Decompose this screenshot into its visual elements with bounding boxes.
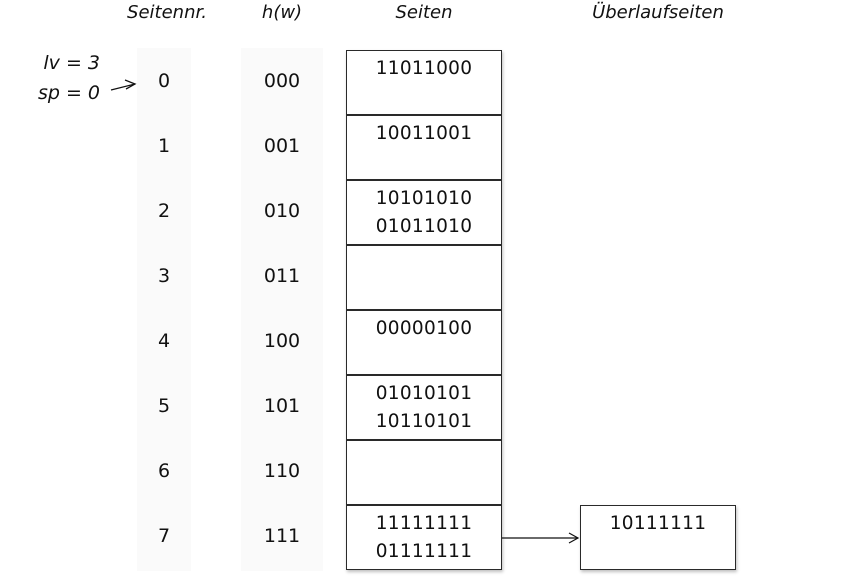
- bucket-page-entries: 10101010 01011010: [347, 185, 501, 241]
- record-key: 01011010: [375, 216, 473, 237]
- overflow-page: 10111111: [580, 505, 736, 570]
- bucket-page: [346, 440, 502, 505]
- header-hash: h(w): [261, 2, 303, 23]
- hash-value: 010: [263, 200, 301, 222]
- page-number: 5: [157, 395, 171, 417]
- record-key: 01111111: [375, 541, 473, 562]
- header-overflow-pages: Überlaufseiten: [592, 2, 724, 23]
- record-key: 00000100: [375, 318, 473, 339]
- bucket-page: 10101010 01011010: [346, 180, 502, 245]
- record-key: 10011001: [375, 123, 473, 144]
- bucket-page-entries: 00000100: [347, 315, 501, 343]
- page-number: 7: [157, 525, 171, 547]
- hash-value: 001: [263, 135, 301, 157]
- record-key: 01010101: [375, 383, 473, 404]
- header-pages: Seiten: [395, 2, 453, 23]
- overflow-page-entries: 10111111: [581, 510, 735, 538]
- page-number: 2: [157, 200, 171, 222]
- bucket-page-entries: 11011000: [347, 55, 501, 83]
- bucket-page: [346, 245, 502, 310]
- bucket-page-entries: 10011001: [347, 120, 501, 148]
- hash-column: [241, 48, 323, 571]
- hash-value: 111: [263, 525, 301, 547]
- page-number: 4: [157, 330, 171, 352]
- hash-value: 110: [263, 460, 301, 482]
- record-key: 10101010: [375, 188, 473, 209]
- hash-value: 011: [263, 265, 301, 287]
- bucket-page-entries: 11111111 01111111: [347, 510, 501, 566]
- bucket-page: 11011000: [346, 50, 502, 115]
- split-pointer-annotation: sp = 0: [37, 82, 100, 104]
- record-key: 10110101: [375, 411, 473, 432]
- record-key: 11111111: [375, 513, 473, 534]
- level-annotation: lv = 3: [43, 52, 100, 74]
- page-number-column: [137, 48, 191, 571]
- overflow-record-key: 10111111: [609, 513, 707, 534]
- bucket-page: 01010101 10110101: [346, 375, 502, 440]
- page-number: 6: [157, 460, 171, 482]
- overflow-chain-arrow: [502, 532, 580, 544]
- bucket-page: 00000100: [346, 310, 502, 375]
- page-number: 1: [157, 135, 171, 157]
- header-page-number: Seitennr.: [127, 2, 207, 23]
- hash-value: 100: [263, 330, 301, 352]
- hash-value: 000: [263, 70, 301, 92]
- page-number: 3: [157, 265, 171, 287]
- record-key: 11011000: [375, 58, 473, 79]
- split-pointer-arrow: [110, 79, 137, 91]
- page-number: 0: [157, 70, 171, 92]
- hash-value: 101: [263, 395, 301, 417]
- bucket-page: 10011001: [346, 115, 502, 180]
- bucket-page: 11111111 01111111: [346, 505, 502, 570]
- bucket-page-entries: 01010101 10110101: [347, 380, 501, 436]
